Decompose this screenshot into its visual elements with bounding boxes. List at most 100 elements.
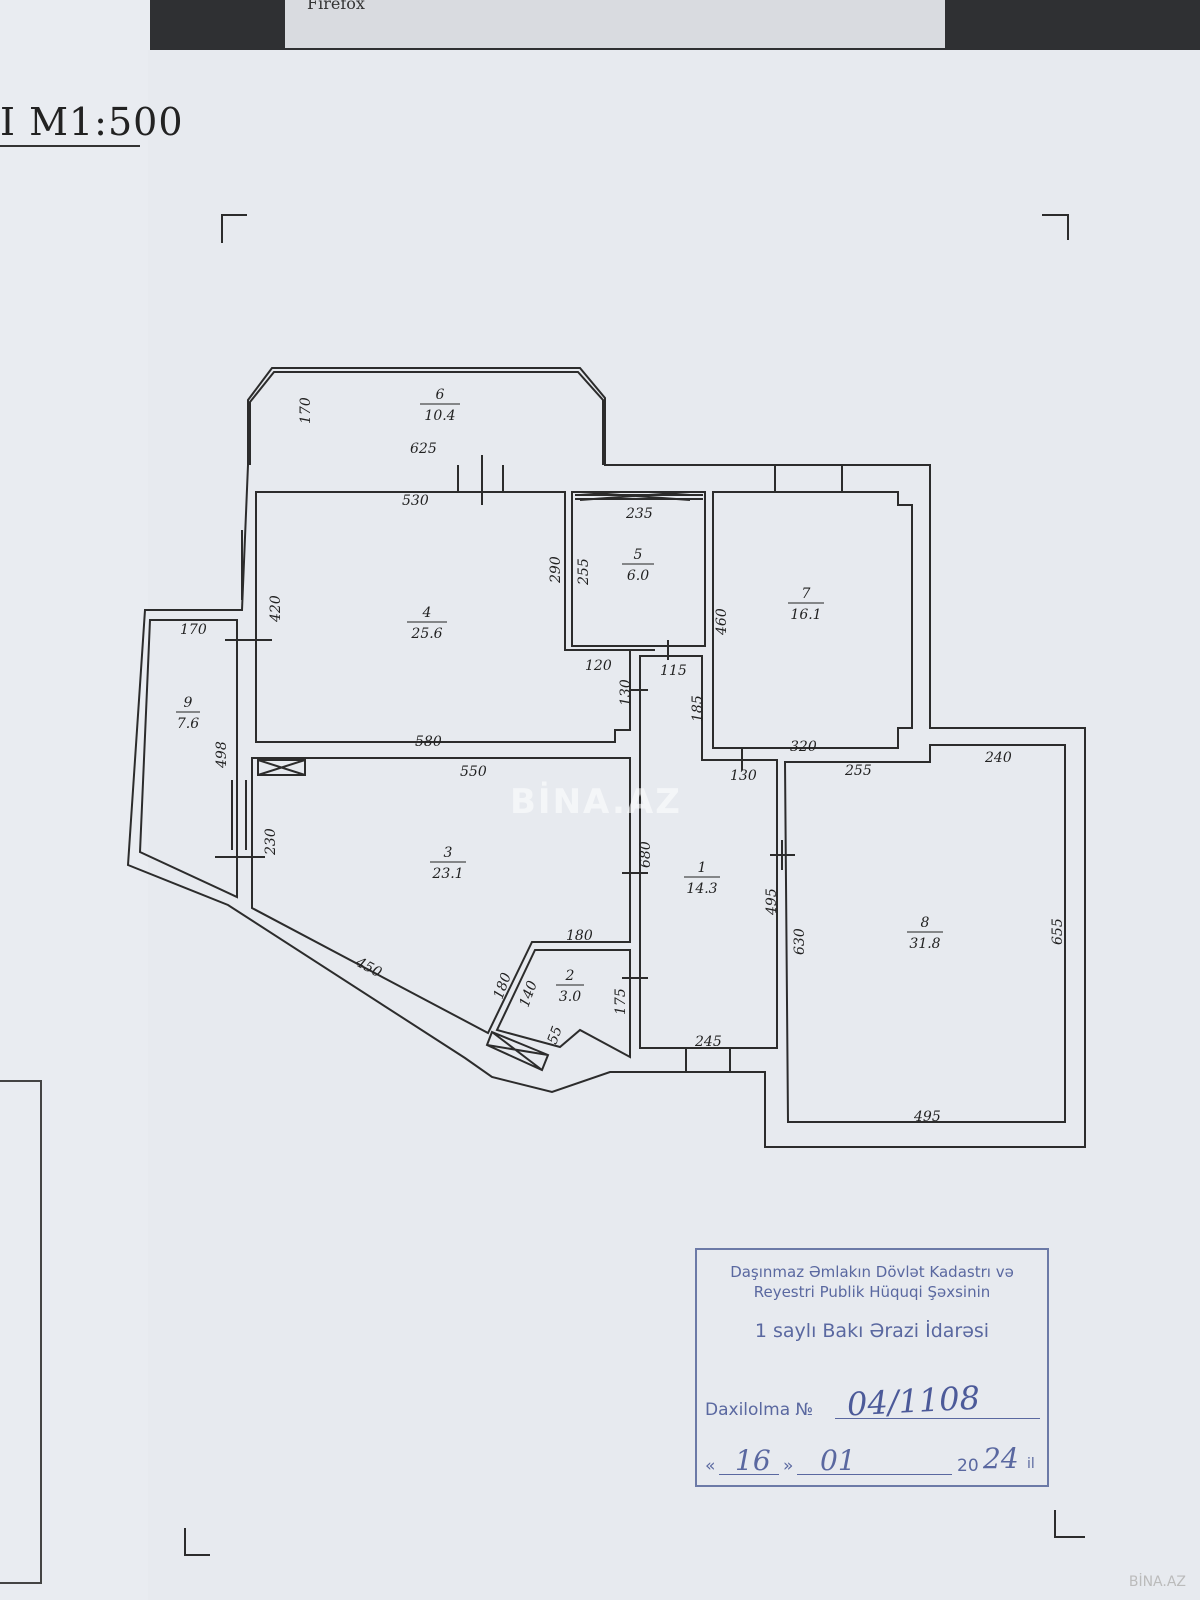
window-tick: [774, 465, 843, 492]
dimension-label: 495: [764, 888, 780, 916]
dimension-label: 255: [844, 763, 872, 779]
corner-mark-br: [1054, 1510, 1085, 1538]
window-tick: [457, 455, 504, 505]
door-tick: [770, 840, 795, 870]
door-tick: [620, 649, 655, 979]
room-label-2: 23.0: [556, 968, 584, 1005]
dimension-label: 420: [268, 595, 284, 623]
dimension-label: 290: [548, 556, 564, 584]
scale-rule: [0, 145, 140, 147]
dimension-labels: 170 625 530 290 255 235 420 170 460 120 …: [180, 397, 1066, 1125]
dimension-label: 115: [660, 663, 687, 679]
dimension-label: 235: [625, 506, 653, 522]
dimension-label: 170: [180, 622, 207, 638]
svg-text:6.0: 6.0: [627, 568, 649, 584]
svg-text:25.6: 25.6: [410, 626, 442, 642]
dimension-label: 185: [690, 695, 706, 722]
room-7-wall: [712, 491, 913, 749]
year-suffix: 24: [983, 1442, 1019, 1475]
svg-text:5: 5: [634, 547, 643, 563]
dimension-label: 180: [491, 971, 515, 1002]
dimension-label: 550: [460, 764, 487, 780]
balcony-wall: [249, 371, 604, 465]
dimension-label: 655: [1050, 918, 1066, 945]
room-label-5: 56.0: [622, 547, 654, 584]
room-label-7: 716.1: [788, 586, 824, 623]
dimension-label: 580: [415, 734, 442, 750]
dimension-label: 175: [613, 988, 629, 1015]
outer-wall: [126, 367, 1086, 1148]
svg-text:4: 4: [422, 605, 432, 621]
quote-close: »: [783, 1456, 794, 1476]
dimension-label: 530: [402, 493, 429, 509]
floor-plan-sheet: [148, 50, 1200, 1600]
room-label-8: 831.8: [907, 915, 943, 952]
registration-stamp: Daşınmaz Əmlakın Dövlət Kadastrı və Reye…: [695, 1248, 1049, 1487]
dimension-label: 120: [585, 658, 612, 674]
room-5-vent: [579, 491, 691, 501]
svg-text:6: 6: [436, 387, 445, 403]
room-3-vent: [257, 759, 306, 776]
svg-text:14.3: 14.3: [686, 881, 717, 897]
browser-tab: [285, 0, 945, 48]
room-label-1: 114.3: [684, 860, 720, 897]
svg-text:9: 9: [184, 695, 193, 711]
svg-text:8: 8: [921, 915, 930, 931]
door-tick: [685, 1048, 731, 1072]
room-5-wall: [571, 491, 706, 647]
stamp-date: « 16 » 01 20 24 il: [705, 1442, 1040, 1478]
registration-underline: [835, 1418, 1040, 1419]
window-tick: [225, 530, 272, 641]
room-1-wall: [639, 655, 778, 1049]
watermark-corner: BİNA.AZ: [1128, 1574, 1186, 1590]
stamp-line-2: Reyestri Publik Hüquqi Şəxsinin: [753, 1283, 991, 1301]
dimension-label: 450: [352, 954, 384, 981]
svg-text:1: 1: [698, 860, 707, 876]
svg-text:3: 3: [444, 845, 453, 861]
window-tick: [1064, 845, 1086, 1045]
stamp-line-1: Daşınmaz Əmlakın Dövlət Kadastrı və: [730, 1263, 1014, 1281]
dimension-label: 130: [618, 679, 634, 706]
quote-open: «: [705, 1456, 716, 1476]
room-2-wall: [495, 949, 631, 1059]
svg-text:10.4: 10.4: [424, 408, 455, 424]
svg-text:31.8: 31.8: [909, 936, 940, 952]
door-tick: [667, 640, 743, 770]
dimension-label: 170: [298, 397, 314, 424]
year-word: il: [1027, 1456, 1035, 1472]
svg-text:2: 2: [565, 968, 575, 984]
month-underline: [797, 1474, 952, 1475]
registration-label: Daxilolma №: [705, 1400, 814, 1420]
dimension-label: 230: [263, 828, 279, 856]
room-9-wall: [138, 619, 238, 899]
dimension-label: 240: [984, 750, 1012, 766]
dimension-label: 255: [576, 558, 592, 586]
dimension-label: 130: [730, 768, 757, 784]
svg-text:7: 7: [802, 586, 811, 602]
dimension-label: 680: [638, 841, 654, 868]
registration-number: 04/1108: [846, 1378, 981, 1424]
svg-text:23.1: 23.1: [431, 866, 463, 882]
year-prefix: 20: [957, 1456, 979, 1476]
window-tick: [215, 780, 265, 858]
dimension-label: 460: [714, 608, 730, 636]
date-day: 16: [735, 1444, 771, 1477]
back-sheet: [0, 0, 150, 1600]
svg-text:7.6: 7.6: [177, 716, 199, 732]
room-3-wall: [251, 757, 631, 1035]
dimension-label: 498: [214, 741, 230, 769]
dimension-label: 140: [517, 979, 541, 1010]
dimension-label: 245: [694, 1034, 722, 1050]
room-label-9: 97.6: [176, 695, 200, 732]
dimension-label: 180: [566, 928, 593, 944]
svg-text:3.0: 3.0: [559, 989, 581, 1005]
room-label-3: 323.1: [430, 845, 466, 882]
room-label-4: 425.6: [407, 605, 447, 642]
room-label-6: 610.4: [420, 387, 460, 424]
day-underline: [719, 1474, 779, 1475]
date-month: 01: [820, 1444, 856, 1477]
dimension-label: 630: [792, 928, 808, 955]
corner-mark-tl: [221, 214, 247, 243]
watermark: BİNA.AZ: [510, 782, 682, 822]
